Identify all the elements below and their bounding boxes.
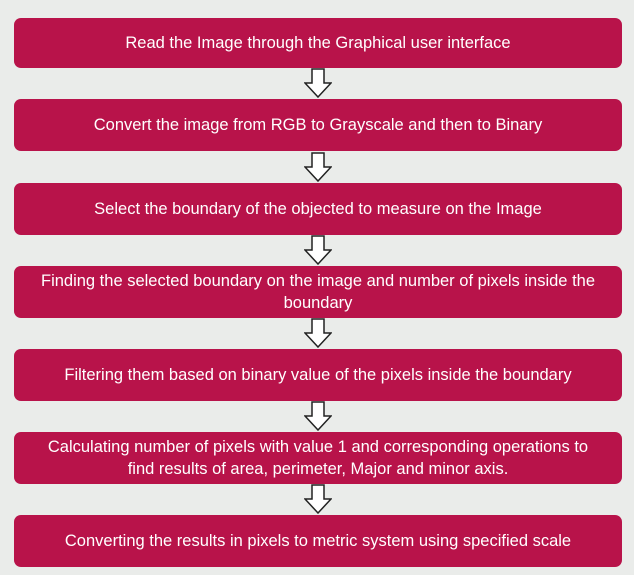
down-arrow-icon bbox=[304, 68, 332, 98]
down-arrow-icon bbox=[304, 484, 332, 514]
flow-step-filter-binary: Filtering them based on binary value of … bbox=[14, 349, 622, 401]
flow-step-read-image: Read the Image through the Graphical use… bbox=[14, 18, 622, 68]
flow-step-convert-metric: Converting the results in pixels to metr… bbox=[14, 515, 622, 567]
flow-step-find-boundary-pixels: Finding the selected boundary on the ima… bbox=[14, 266, 622, 318]
down-arrow-icon bbox=[304, 401, 332, 431]
flow-step-select-boundary: Select the boundary of the objected to m… bbox=[14, 183, 622, 235]
flow-step-convert-grayscale: Convert the image from RGB to Grayscale … bbox=[14, 99, 622, 151]
down-arrow-icon bbox=[304, 235, 332, 265]
down-arrow-icon bbox=[304, 152, 332, 182]
flow-step-calculate-results: Calculating number of pixels with value … bbox=[14, 432, 622, 484]
down-arrow-icon bbox=[304, 318, 332, 348]
